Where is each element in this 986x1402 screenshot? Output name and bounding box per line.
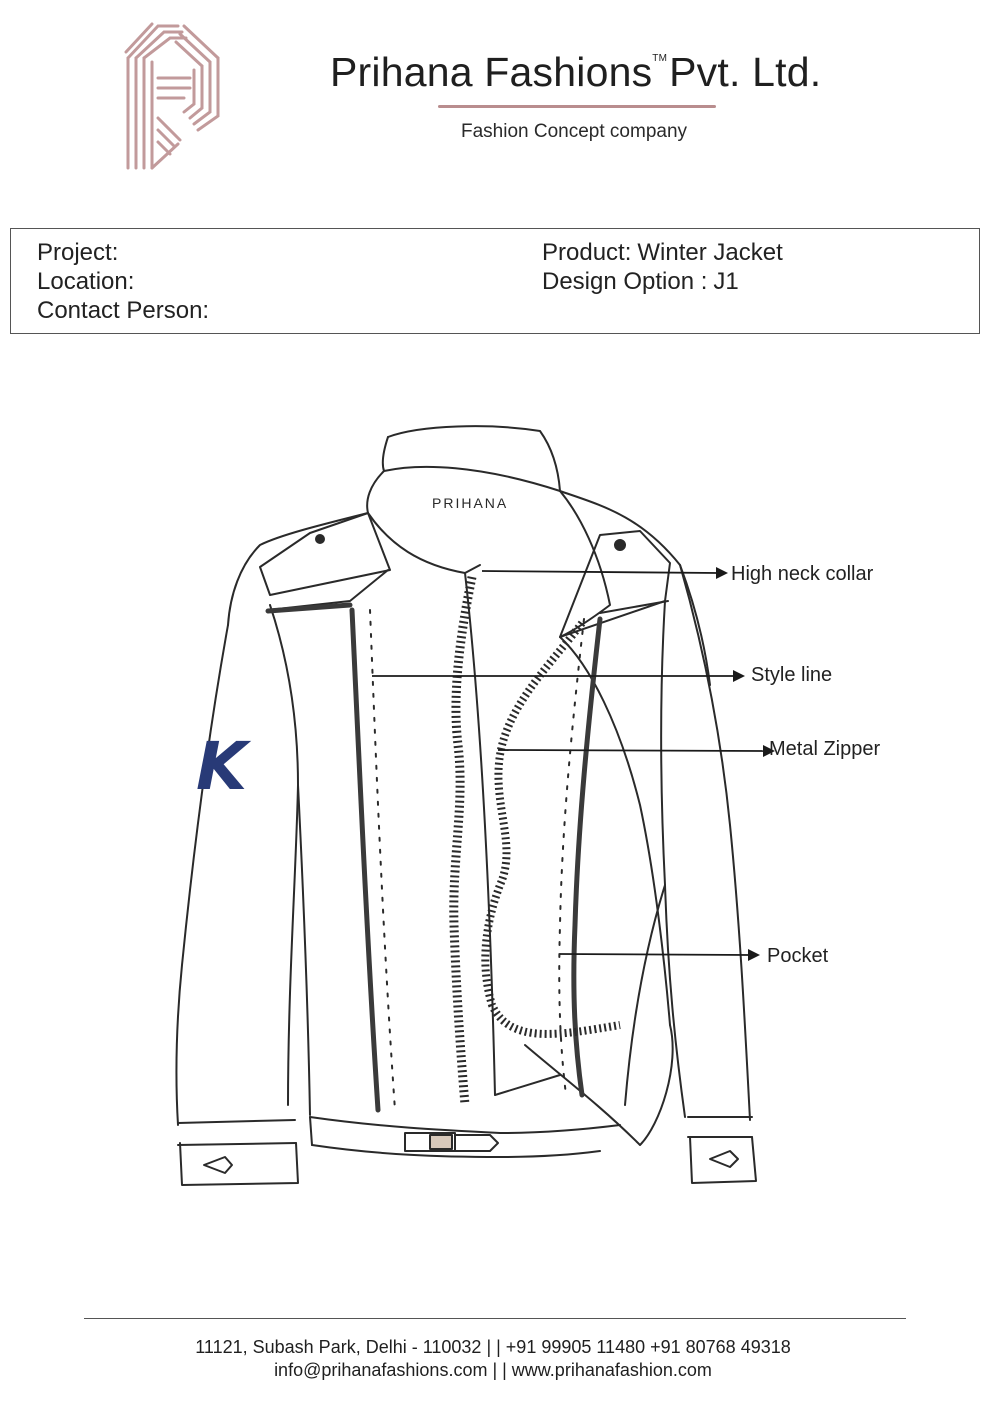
contact-row: Contact Person: <box>37 299 215 323</box>
callout-metal-zipper: Metal Zipper <box>769 738 881 760</box>
project-row: Project: <box>37 241 124 265</box>
footer-divider <box>84 1318 906 1319</box>
callout-pocket: Pocket <box>767 945 829 967</box>
callout-style-line: Style line <box>751 664 833 686</box>
title-underline <box>438 105 716 108</box>
product-label: Product: <box>542 239 632 266</box>
project-label: Project: <box>37 239 119 266</box>
project-info-box: Project: Location: Contact Person: Produ… <box>10 228 980 334</box>
sleeve-badge-k-icon: K <box>196 728 252 805</box>
contact-label: Contact Person: <box>37 297 210 324</box>
design-option-row: Design Option :J1 <box>542 270 739 294</box>
prihana-logo-icon <box>124 22 220 170</box>
jacket-sketch: PRIHANA K <box>175 425 775 1186</box>
company-tagline: Fashion Concept company <box>461 121 688 142</box>
collar-label: PRIHANA <box>432 495 508 511</box>
footer-address: 11121, Subash Park, Delhi - 110032 | | +… <box>195 1337 791 1357</box>
design-option-label: Design Option : <box>542 268 708 295</box>
design-option-value: J1 <box>713 268 739 295</box>
product-value: Winter Jacket <box>637 239 783 266</box>
company-name: Prihana Fashions <box>330 49 653 95</box>
location-row: Location: <box>37 270 140 294</box>
company-title: Prihana FashionsTMPvt. Ltd. <box>330 52 821 93</box>
company-suffix: Pvt. Ltd. <box>669 49 822 95</box>
location-label: Location: <box>37 268 135 295</box>
trademark-mark: TM <box>652 53 668 64</box>
callout-high-neck-collar: High neck collar <box>731 563 874 585</box>
footer-contact: info@prihanafashions.com | | www.prihana… <box>274 1360 712 1380</box>
product-row: Product:Winter Jacket <box>542 241 783 265</box>
